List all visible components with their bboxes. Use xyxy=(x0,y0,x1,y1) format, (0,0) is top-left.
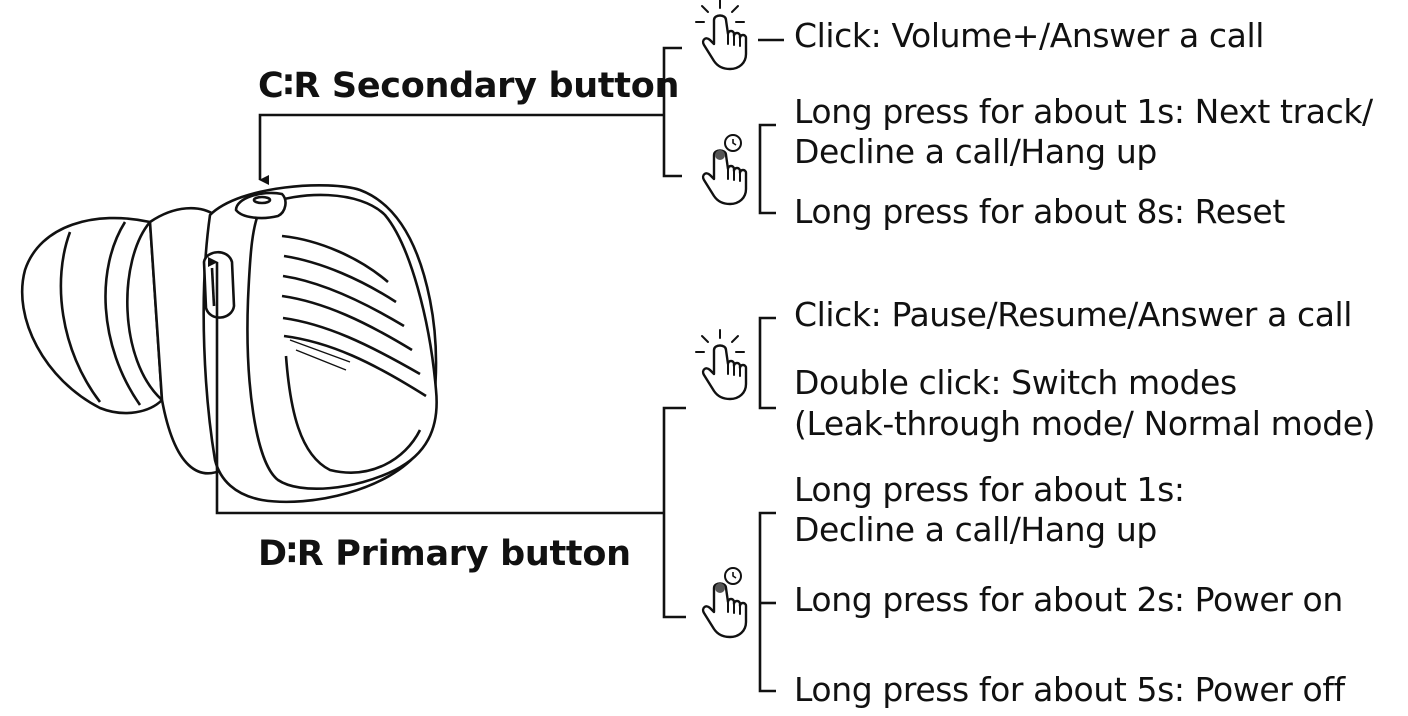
connector-lines xyxy=(208,38,784,693)
primary-long-1s-text-line2: Decline a call/Hang up xyxy=(794,510,1157,549)
press-hold-hand-icon xyxy=(701,134,748,206)
secondary-button-label: C∶R Secondary button xyxy=(258,66,680,106)
secondary-long-1s-text-line2: Decline a call/Hang up xyxy=(794,132,1157,171)
primary-long-5s-text: Long press for about 5s: Power off xyxy=(794,670,1345,709)
tap-hand-icon xyxy=(695,329,748,401)
primary-long-2s-text: Long press for about 2s: Power on xyxy=(794,580,1343,619)
earbud-illustration xyxy=(20,184,438,504)
secondary-long-8s-text: Long press for about 8s: Reset xyxy=(794,192,1285,231)
press-hold-hand-icon xyxy=(701,567,748,639)
secondary-long-1s-text-line1: Long press for about 1s: Next track/ xyxy=(794,92,1373,131)
primary-double-click-text-line1: Double click: Switch modes xyxy=(794,363,1237,402)
tap-hand-icon xyxy=(695,0,748,71)
primary-button-label: D∶R Primary button xyxy=(258,534,631,574)
primary-click-text: Click: Pause/Resume/Answer a call xyxy=(794,295,1353,334)
primary-double-click-text-line2: (Leak-through mode/ Normal mode) xyxy=(794,404,1376,443)
secondary-click-text: Click: Volume+/Answer a call xyxy=(794,16,1264,55)
primary-long-1s-text-line1: Long press for about 1s: xyxy=(794,470,1185,509)
